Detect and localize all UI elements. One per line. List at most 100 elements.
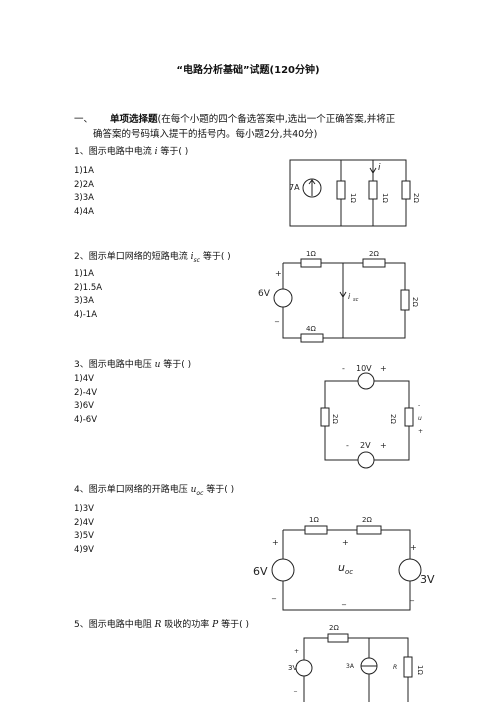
circuit-4-left-source — [271, 558, 295, 582]
circuit-5-resistor-top — [327, 633, 349, 643]
question-1-prefix: 1、图示电路中电流 — [74, 147, 152, 157]
question-2-sub: sc — [193, 256, 200, 264]
question-1-options: 1)1A 2)2A 3)3A 4)4A — [74, 165, 94, 219]
circuit-1-r2-label: 1Ω — [381, 193, 389, 203]
circuit-2-r-right-label: 2Ω — [411, 297, 419, 307]
circuit-2-r-bottom-label: 4Ω — [306, 325, 316, 333]
circuit-2-r-top-right-label: 2Ω — [369, 250, 379, 258]
circuit-2-resistor-bottom — [300, 333, 324, 343]
option: 4)-6V — [74, 414, 98, 425]
question-3-prefix: 3、图示电路中电压 — [74, 360, 152, 370]
question-2-options: 1)1A 2)1.5A 3)3A 4)-1A — [74, 268, 102, 322]
circuit-5-source-label: 3V — [288, 664, 297, 672]
circuit-3-top-minus: - — [342, 364, 345, 373]
question-4-prefix: 4、图示单口网络的开路电压 — [74, 485, 188, 495]
question-5-mid: 吸收的功率 — [164, 620, 210, 630]
circuit-3-r-left-label: 2Ω — [331, 414, 339, 424]
question-4-var: u — [190, 485, 197, 495]
circuit-4-r1-label: 1Ω — [309, 516, 319, 524]
circuit-4-uoc-plus: + — [342, 538, 349, 547]
circuit-1-current-label: i — [378, 163, 381, 173]
question-5: 5、图示电路中电阻 R 吸收的功率 P 等于( ) — [74, 619, 249, 632]
circuit-5-r-top-label: 2Ω — [329, 624, 339, 632]
circuit-2-source-label: 6V — [258, 289, 271, 299]
option: 2)-4V — [74, 387, 98, 398]
question-3-suffix: 等于( ) — [163, 360, 192, 370]
circuit-4-right-source — [398, 558, 422, 582]
circuit-2-resistor-right — [400, 289, 410, 311]
question-5-prefix: 5、图示电路中电阻 — [74, 620, 152, 630]
question-2-var: i — [190, 252, 194, 262]
circuit-2-resistor-top-right — [362, 258, 386, 268]
circuit-4-left-wire — [282, 530, 345, 611]
question-3: 3、图示电路中电压 u 等于( ) — [74, 359, 191, 372]
circuit-2-current-arrow — [339, 291, 347, 298]
circuit-4-left-minus: _ — [271, 590, 277, 599]
option: 2)2A — [74, 179, 94, 190]
section-number: 一、 — [74, 114, 94, 125]
circuit-4-left-plus: + — [272, 538, 279, 547]
circuit-1-source-label: 7A — [289, 183, 300, 192]
circuit-4-resistor-1 — [304, 525, 328, 535]
circuit-1-resistor-2 — [368, 180, 378, 200]
circuit-3-bottom-source — [357, 451, 375, 469]
circuit-3-u-plus: + — [418, 428, 423, 435]
circuit-3-bottom-source-label: 2V — [360, 441, 371, 450]
circuit-3-bottom-minus: - — [346, 441, 349, 450]
circuit-4-uoc-label: u — [338, 561, 345, 574]
circuit-4-right-source-label: 3V — [420, 573, 435, 586]
circuit-1-source-arrowhead — [308, 179, 316, 185]
question-2-prefix: 2、图示单口网络的短路电流 — [74, 252, 188, 262]
section-instruction-line1: (在每个小题的四个备选答案中,选出一个正确答案,并将正 — [157, 114, 396, 125]
circuit-5-plus: + — [294, 648, 299, 655]
question-3-var: u — [154, 360, 161, 370]
question-1-var: i — [154, 147, 158, 157]
circuit-3-r-right-label: 2Ω — [389, 414, 397, 424]
circuit-1-resistor-1 — [336, 180, 346, 200]
option: 4)-1A — [74, 309, 98, 320]
circuit-2-voltage-source — [273, 288, 293, 308]
question-4-options: 1)3V 2)4V 3)5V 4)9V — [74, 503, 94, 557]
question-4: 4、图示单口网络的开路电压 uoc 等于( ) — [74, 484, 234, 500]
section-instruction-line2: 确答案的号码填入提干的括号内。每小题2分,共40分) — [93, 129, 318, 140]
circuit-3-resistor-left — [320, 407, 330, 427]
circuit-1: 7A 1Ω 1Ω i 2Ω — [289, 159, 420, 227]
circuit-2-minus: _ — [274, 313, 280, 322]
question-3-options: 1)4V 2)-4V 3)6V 4)-6V — [74, 373, 97, 427]
circuit-5-r-right-label: 1Ω — [416, 665, 424, 675]
circuit-3-resistor-right — [404, 407, 414, 427]
option: 4)9V — [74, 544, 94, 555]
circuit-3-bottom-plus: + — [380, 441, 387, 450]
circuit-4-uoc-minus: _ — [341, 596, 347, 605]
circuit-2-current-label: i — [348, 292, 351, 301]
circuit-5-voltage-source — [295, 659, 313, 677]
option: 3)3A — [74, 296, 94, 306]
option: 4)4A — [74, 206, 94, 217]
question-5-var: R — [154, 620, 162, 630]
question-5-var2: P — [212, 620, 219, 630]
question-4-suffix: 等于( ) — [206, 485, 235, 495]
option: 2)4V — [74, 517, 94, 528]
option: 2)1.5A — [74, 282, 103, 293]
circuit-4-uoc-sub: oc — [345, 568, 353, 576]
circuit-4-right-plus: + — [410, 543, 417, 552]
circuit-2-plus: + — [275, 269, 282, 278]
circuit-2-resistor-top-left — [300, 258, 322, 268]
circuit-3-top-plus: + — [380, 364, 387, 373]
question-2: 2、图示单口网络的短路电流 isc 等于( ) — [74, 251, 231, 267]
option: 1)1A — [74, 166, 94, 176]
circuit-1-r1-label: 1Ω — [349, 193, 357, 203]
circuit-1-resistor-3 — [401, 180, 411, 200]
option: 1)3V — [74, 504, 94, 514]
circuit-4: + 6V _ 1Ω 2Ω + u oc _ + 3V _ — [253, 516, 435, 611]
option: 1)4V — [74, 374, 94, 384]
question-4-sub: oc — [196, 489, 204, 497]
circuit-3: - 10V + 2Ω 2Ω - u + - 2V + — [320, 364, 423, 469]
circuit-5-minus: _ — [293, 685, 298, 692]
circuit-5-r-label: R — [393, 664, 397, 671]
section-heading: 一、 单项选择题(在每个小题的四个备选答案中,选出一个正确答案,并将正 确答案的号… — [74, 112, 434, 142]
circuit-3-u-label: u — [418, 415, 422, 422]
section-heading-text: 单项选择题 — [110, 114, 158, 125]
question-1-suffix: 等于( ) — [160, 147, 189, 157]
